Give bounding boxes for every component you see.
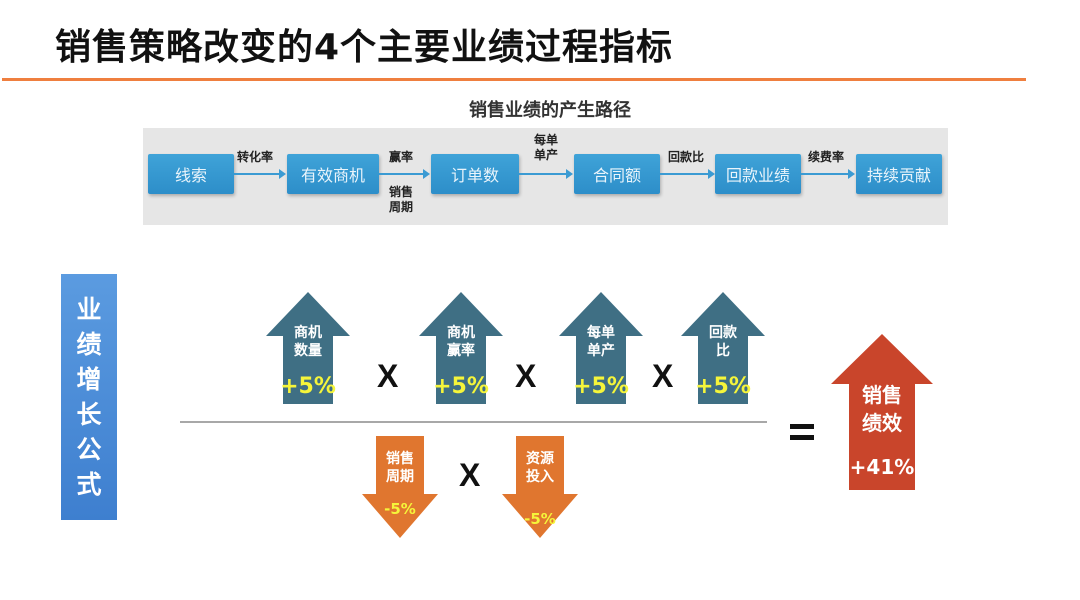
arrow-down-icon [502, 436, 578, 538]
flow-arrow-icon [234, 169, 286, 179]
multiply-symbol: X [459, 457, 481, 493]
arrow-percent: +5% [280, 374, 336, 399]
page-title: 销售策略改变的4个主要业绩过程指标 [55, 27, 674, 68]
connector-label-collection-ratio: 回款比 [668, 150, 705, 164]
down-arrow-sales-cycle: 销售 周期 -5% [362, 436, 438, 538]
arrow-label: 绩效 [862, 411, 902, 435]
arrow-label: 赢率 [447, 343, 475, 359]
flow-node-contract-amount: 合同额 [574, 154, 660, 194]
arrow-label: 数量 [294, 343, 322, 359]
formula-side-label: 业 绩 增 长 公 式 [61, 274, 117, 520]
up-arrow-sales-performance: 销售 绩效 +41% [831, 334, 933, 490]
arrow-label: 商机 [447, 325, 475, 341]
arrow-up-icon [559, 292, 643, 404]
arrow-percent: +5% [695, 374, 751, 399]
connector-label-win-rate: 赢率 [389, 150, 414, 164]
title-divider [2, 78, 1026, 81]
multiply-symbol: X [377, 358, 399, 394]
side-label-char: 业 [76, 295, 102, 324]
flow-node-leads: 线索 [148, 154, 234, 194]
connector-label-sales-cycle: 销售 周期 [389, 185, 414, 214]
flow-arrow-icon [801, 169, 855, 179]
arrow-label: 回款 [709, 325, 737, 341]
flow-arrow-icon [519, 169, 573, 179]
arrow-label: 销售 [862, 383, 902, 407]
result-percent: +41% [849, 455, 915, 479]
path-title: 销售业绩的产生路径 [469, 100, 631, 121]
multiply-symbol: X [652, 358, 674, 394]
side-label-char: 长 [76, 400, 102, 429]
arrow-label: 资源 [526, 451, 554, 467]
arrow-down-icon [362, 436, 438, 538]
up-arrow-opportunity-count: 商机 数量 +5% [266, 292, 350, 404]
side-label-char: 公 [76, 435, 102, 464]
flow-node-orders: 订单数 [431, 154, 519, 194]
connector-label-per-order-value: 每单 单产 [534, 133, 559, 162]
side-label-char: 式 [76, 470, 102, 499]
arrow-label: 商机 [294, 325, 322, 341]
arrow-percent: -5% [524, 510, 556, 528]
flow-arrow-icon [379, 169, 430, 179]
up-arrow-collection-ratio: 回款 比 +5% [681, 292, 765, 404]
equals-symbol [790, 424, 814, 440]
side-label-char: 绩 [76, 330, 102, 359]
up-arrow-win-rate: 商机 赢率 +5% [419, 292, 503, 404]
arrow-percent: -5% [384, 500, 416, 518]
fraction-line [180, 421, 767, 423]
up-arrow-per-order-value: 每单 单产 +5% [559, 292, 643, 404]
arrow-label: 每单 [587, 325, 615, 341]
sales-path-flow: 线索 转化率 有效商机 赢率 销售 周期 订单数 每单 单产 合同额 回款比 回… [143, 128, 948, 225]
arrow-label: 销售 [386, 451, 414, 467]
arrow-label: 投入 [526, 469, 554, 485]
arrow-up-icon [831, 334, 933, 490]
connector-label-renewal-rate: 续费率 [808, 150, 845, 164]
connector-label-conversion: 转化率 [237, 150, 274, 164]
arrow-label: 单产 [587, 343, 615, 359]
arrow-label: 比 [716, 343, 730, 359]
arrow-up-icon [266, 292, 350, 404]
flow-node-opportunities: 有效商机 [287, 154, 379, 194]
flow-arrow-icon [660, 169, 715, 179]
arrow-up-icon [419, 292, 503, 404]
multiply-symbol: X [515, 358, 537, 394]
arrow-up-icon [681, 292, 765, 404]
flow-node-sustained-contribution: 持续贡献 [856, 154, 942, 194]
arrow-percent: +5% [433, 374, 489, 399]
flow-node-collected-revenue: 回款业绩 [715, 154, 801, 194]
arrow-percent: +5% [573, 374, 629, 399]
arrow-label: 周期 [386, 469, 414, 485]
down-arrow-resource-input: 资源 投入 -5% [502, 436, 578, 538]
side-label-char: 增 [76, 365, 102, 394]
